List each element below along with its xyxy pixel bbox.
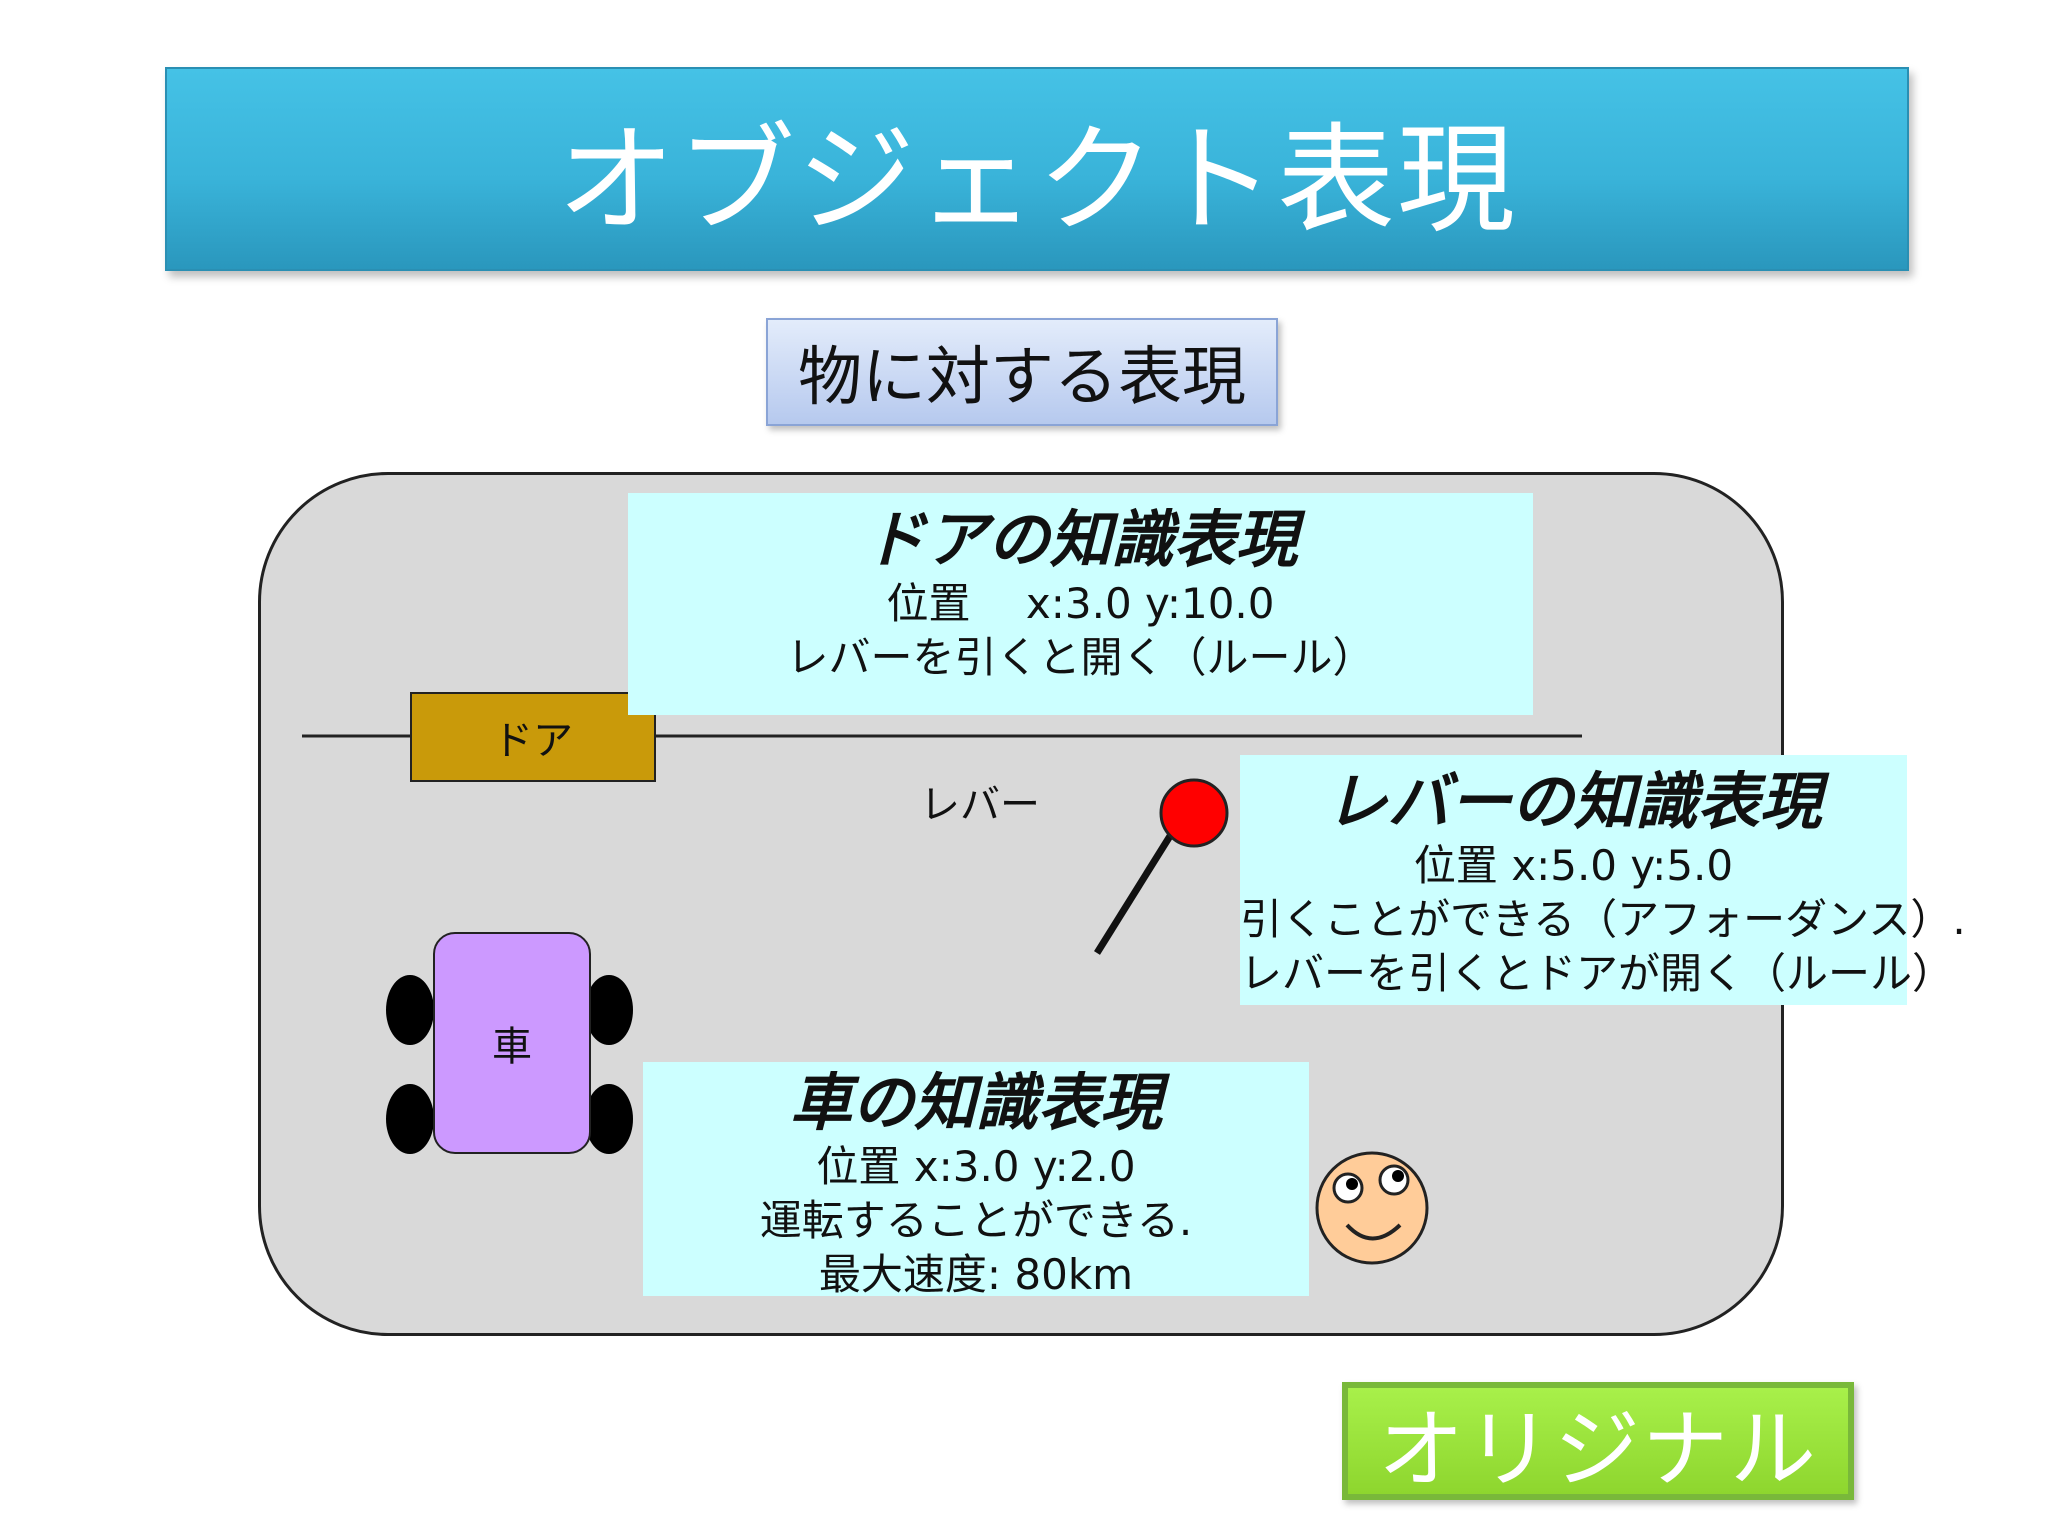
car-wheel — [585, 975, 633, 1045]
door-knowledge-title: ドアの知識表現 — [863, 503, 1298, 576]
page-title: オブジェクト表現 — [556, 110, 1517, 249]
subtitle: 物に対する表現 — [798, 341, 1246, 415]
title-bar: オブジェクト表現 — [165, 67, 1909, 271]
car-wheel — [386, 975, 434, 1045]
original-label: オリジナル — [1378, 1399, 1818, 1500]
car: 車 — [433, 932, 591, 1154]
car-max-speed: 最大速度: 80km — [818, 1250, 1134, 1299]
lever-knowledge-box: レバーの知識表現 位置 x:5.0 y:5.0 引くことができる（アフォーダンス… — [1240, 755, 1966, 1005]
car-label: 車 — [492, 1024, 532, 1070]
lever-rule: レバーを引くとドアが開く（ルール） — [1240, 949, 1955, 998]
lever-stick — [1094, 818, 1183, 955]
door-position: 位置 x:3.0 y:10.0 — [886, 579, 1275, 628]
door-rule: レバーを引くと開く（ルール） — [786, 633, 1375, 682]
smiley-face-icon — [1315, 1151, 1429, 1265]
lever-knob — [1159, 778, 1229, 848]
subtitle-box: 物に対する表現 — [766, 318, 1278, 426]
lever-position: 位置 x:5.0 y:5.0 — [1413, 841, 1734, 890]
door-label: ドア — [493, 718, 573, 764]
car-ability: 運転することができる. — [759, 1196, 1193, 1245]
original-button[interactable]: オリジナル — [1342, 1382, 1854, 1500]
door: ドア — [410, 692, 656, 782]
car-knowledge-title: 車の知識表現 — [789, 1066, 1162, 1139]
car-wheel — [386, 1084, 434, 1154]
car-knowledge-box: 車の知識表現 位置 x:3.0 y:2.0 運転することができる. 最大速度: … — [643, 1062, 1309, 1299]
lever-knowledge-title: レバーの知識表現 — [1325, 765, 1822, 838]
car-wheel — [585, 1084, 633, 1154]
door-knowledge-box: ドアの知識表現 位置 x:3.0 y:10.0 レバーを引くと開く（ルール） — [628, 493, 1533, 715]
lever-label: レバー — [920, 782, 1040, 828]
car-position: 位置 x:3.0 y:2.0 — [816, 1142, 1136, 1191]
lever-affordance: 引くことができる（アフォーダンス）. — [1240, 895, 1966, 944]
